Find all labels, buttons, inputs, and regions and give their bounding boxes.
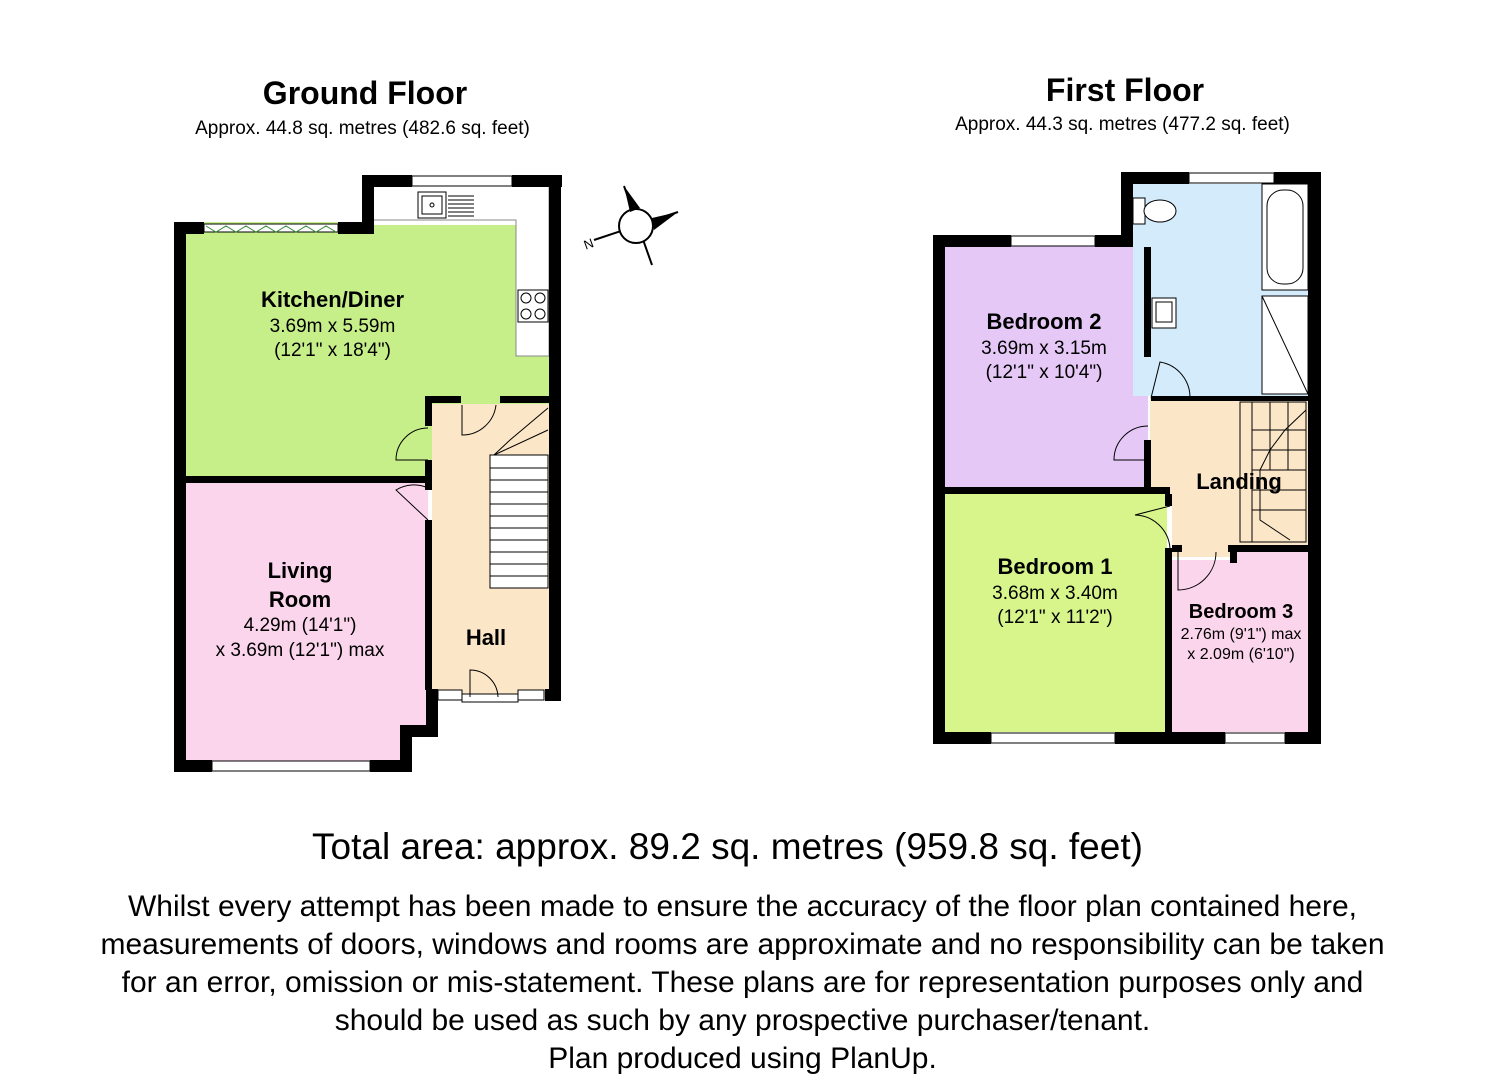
living-room-fill: [185, 482, 428, 761]
landing-name: Landing: [1196, 469, 1282, 494]
disclaimer-line-2: measurements of doors, windows and rooms…: [100, 928, 1385, 961]
disclaimer-line-1: Whilst every attempt has been made to en…: [127, 890, 1358, 923]
ground-floor-title: Ground Floor: [262, 75, 468, 111]
landing-fill: [1150, 398, 1308, 557]
first-floor-plan: [933, 172, 1321, 744]
sink-icon: [417, 191, 474, 219]
hob-icon: [517, 289, 549, 323]
living-room-length: 4.29m (14'1"): [243, 615, 357, 637]
bedroom-3-width: x 2.09m (6'10"): [1187, 646, 1295, 663]
kitchen-diner-metric: 3.69m x 5.59m: [269, 315, 396, 337]
hall-label: Hall: [440, 624, 532, 653]
disclaimer-line-5: Plan produced using PlanUp.: [548, 1042, 937, 1075]
disclaimer-line-4: should be used as such by any prospectiv…: [334, 1004, 1151, 1037]
bedroom-3-name: Bedroom 3: [1188, 601, 1294, 623]
first-floor-doors: [1113, 361, 1217, 591]
ground-floor-walls: [174, 175, 562, 772]
first-floor-area: Approx. 44.3 sq. metres (477.2 sq. feet): [955, 114, 1290, 135]
bedroom-3-length: 2.76m (9'1") max: [1180, 626, 1302, 643]
hall-name: Hall: [465, 625, 507, 650]
bedroom-1-metric: 3.68m x 3.40m: [992, 582, 1118, 604]
living-room-name-line2: Room: [268, 586, 332, 612]
kitchen-diner-imperial: (12'1" x 18'4"): [274, 340, 391, 362]
living-room-width: x 3.69m (12'1") max: [215, 639, 385, 661]
total-area: Total area: approx. 89.2 sq. metres (959…: [312, 826, 1143, 867]
bedroom-3-fill: [1172, 548, 1308, 732]
bifold-door-zigzag: [205, 225, 337, 233]
living-room-name-line1: Living: [267, 558, 333, 583]
bedroom-2-label: Bedroom 2 3.69m x 3.15m (12'1" x 10'4"): [950, 308, 1138, 386]
living-room-label: Living Room 4.29m (14'1") x 3.69m (12'1"…: [190, 557, 410, 664]
first-floor-walls: [933, 172, 1321, 744]
bedroom-1-fill: [945, 494, 1167, 732]
kitchen-diner-name: Kitchen/Diner: [260, 287, 405, 312]
first-floor-title: First Floor: [1045, 72, 1205, 108]
landing-label: Landing: [1180, 468, 1298, 497]
bathroom-fixtures: [1132, 183, 1309, 395]
ground-floor-stairs: [489, 407, 549, 589]
bedroom-2-fill: [945, 245, 1148, 489]
first-floor-windows: [990, 172, 1286, 744]
first-floor-stairs: [1239, 401, 1307, 543]
compass-icon: [593, 185, 679, 266]
bedroom-2-imperial: (12'1" x 10'4"): [985, 362, 1103, 384]
kitchen-diner-label: Kitchen/Diner 3.69m x 5.59m (12'1" x 18'…: [210, 286, 455, 364]
disclaimer-line-3: for an error, omission or mis-statement.…: [121, 966, 1364, 999]
compass-north-label: N: [582, 235, 596, 252]
ground-floor-area: Approx. 44.8 sq. metres (482.6 sq. feet): [195, 118, 530, 139]
bedroom-1-label: Bedroom 1 3.68m x 3.40m (12'1" x 11'2"): [955, 553, 1155, 631]
bedroom-2-name: Bedroom 2: [986, 309, 1102, 334]
bedroom-2-metric: 3.69m x 3.15m: [981, 337, 1107, 359]
bedroom-1-imperial: (12'1" x 11'2"): [997, 607, 1113, 629]
ground-floor-windows: [203, 175, 545, 772]
disclaimer: Whilst every attempt has been made to en…: [0, 888, 1485, 1078]
ground-floor-plan: [174, 175, 562, 772]
ground-floor-doors: [395, 404, 499, 698]
bedroom-1-name: Bedroom 1: [997, 554, 1113, 579]
bedroom-3-label: Bedroom 3 2.76m (9'1") max x 2.09m (6'10…: [1168, 600, 1314, 665]
